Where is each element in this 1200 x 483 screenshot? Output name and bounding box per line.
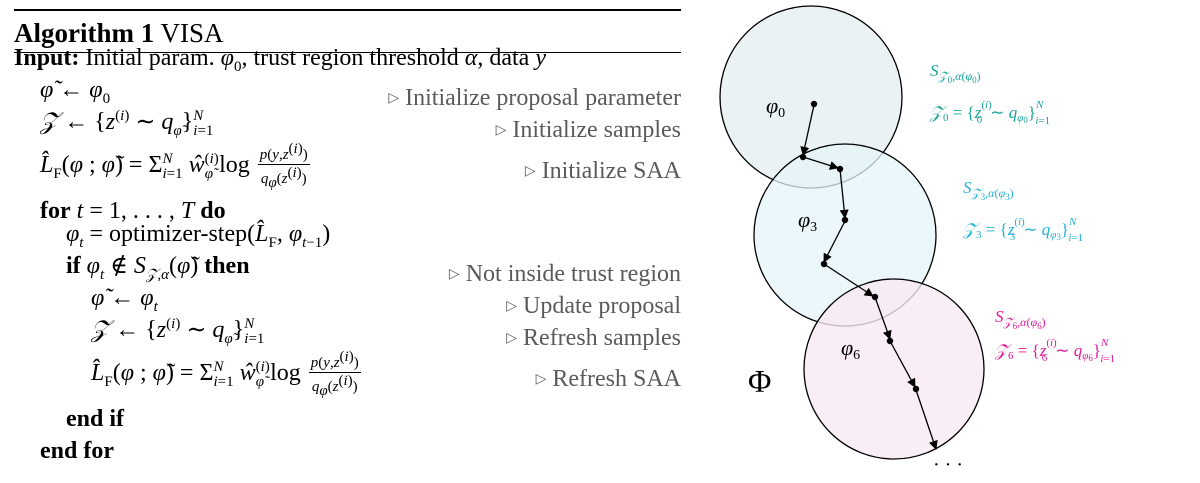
algorithm-line-10: end if	[14, 405, 681, 437]
comment-triangle-icon: ▷	[448, 267, 460, 282]
path-points	[799, 100, 920, 393]
comment-triangle-icon: ▷	[506, 331, 518, 346]
comment-triangle-icon: ▷	[506, 299, 518, 314]
space-label: Φ	[748, 363, 771, 399]
path-point	[820, 260, 828, 268]
optimization-path	[800, 104, 938, 450]
line-8-code: 𝒵 ← {z(i) ∼ qφ̃}Ni=1	[91, 316, 265, 347]
algorithm-line-1: φ̃ ← φ0 ▷Initialize proposal parameter	[14, 77, 681, 117]
input-keyword: Input:	[14, 45, 80, 72]
trust-region-diagram: φ0 φ3 φ6 Φ · · · S𝒵0,α(φ0) 𝒵0 = {z(i)0∼ …	[719, 5, 1115, 476]
algorithm-line-3: L̂F(φ ; φ̃) = ΣNi=1 ŵ(i)φ̃ log p(y,z(i))…	[14, 141, 681, 197]
line-1-comment: ▷Initialize proposal parameter	[388, 85, 681, 111]
algorithm-line-11: end for	[14, 437, 681, 469]
algorithm-line-4: for t = 1, . . . , T do	[14, 197, 681, 229]
line-2-code: 𝒵 ← {z(i) ∼ qφ̃}Ni=1	[40, 108, 214, 139]
line-6-comment: ▷Not inside trust region	[448, 261, 681, 287]
path-point	[841, 216, 849, 224]
comment-triangle-icon: ▷	[388, 91, 400, 106]
set-label-0: S𝒵0,α(φ0)	[930, 61, 981, 85]
line-7-code: φ̃ ← φt	[91, 285, 158, 315]
title-rule	[14, 52, 681, 53]
input-line: Input: Initial param. φ0, trust region t…	[14, 45, 681, 85]
line-7-comment: ▷Update proposal	[506, 293, 681, 319]
line-1-code: φ̃ ← φ0	[40, 77, 111, 107]
trust-region-circle-6	[803, 278, 985, 460]
algorithm-line-7: φ̃ ← φt ▷Update proposal	[14, 285, 681, 325]
line-4-code: for t = 1, . . . , T do	[40, 198, 226, 224]
path-point	[836, 165, 844, 173]
line-6-code: if φt ∉ S𝒵,α(φ̃) then	[66, 253, 250, 283]
path-point	[799, 153, 807, 161]
line-11-code: end for	[40, 438, 114, 464]
top-rule	[14, 9, 681, 11]
algorithm-line-8: 𝒵 ← {z(i) ∼ qφ̃}Ni=1 ▷Refresh samples	[14, 316, 681, 357]
algorithm-title: Algorithm 1 VISA	[14, 18, 681, 48]
algorithm-name: VISA	[160, 18, 224, 48]
algorithm-line-9: L̂F(φ ; φ̃) = ΣNi=1 ŵ(i)φ̃ log p(y,z(i))…	[14, 349, 681, 405]
line-8-comment: ▷Refresh samples	[506, 325, 681, 351]
algorithm-label: Algorithm 1	[14, 18, 155, 48]
ellipsis: · · ·	[933, 454, 963, 476]
line-3-code: L̂F(φ ; φ̃) = ΣNi=1 ŵ(i)φ̃ log p(y,z(i))…	[40, 141, 310, 191]
input-text: Initial param. φ0, trust region threshol…	[85, 45, 546, 75]
algorithm-line-6: if φt ∉ S𝒵,α(φ̃) then ▷Not inside trust …	[14, 253, 681, 293]
comment-triangle-icon: ▷	[495, 123, 507, 138]
line-2-comment: ▷Initialize samples	[495, 117, 681, 143]
set-label-6: S𝒵6,α(φ6)	[995, 307, 1046, 331]
comment-triangle-icon: ▷	[535, 372, 547, 387]
line-10-code: end if	[66, 406, 125, 432]
line-9-comment: ▷Refresh SAA	[535, 366, 681, 392]
path-point	[810, 100, 818, 108]
set-label-3: S𝒵3,α(φ3)	[963, 178, 1014, 202]
line-5-code: φt = optimizer-step(L̂F, φt−1)	[66, 221, 331, 251]
algorithm-box: Algorithm 1 VISA Input: Initial param. φ…	[14, 9, 681, 469]
line-3-comment: ▷Initialize SAA	[524, 158, 681, 184]
path-point	[871, 293, 879, 301]
algorithm-line-5: φt = optimizer-step(L̂F, φt−1)	[14, 221, 681, 261]
path-point	[912, 385, 920, 393]
path-point	[886, 337, 894, 345]
line-9-code: L̂F(φ ; φ̃) = ΣNi=1 ŵ(i)φ̃ log p(y,z(i))…	[91, 349, 361, 399]
comment-triangle-icon: ▷	[524, 164, 536, 179]
algorithm-line-2: 𝒵 ← {z(i) ∼ qφ̃}Ni=1 ▷Initialize samples	[14, 108, 681, 149]
